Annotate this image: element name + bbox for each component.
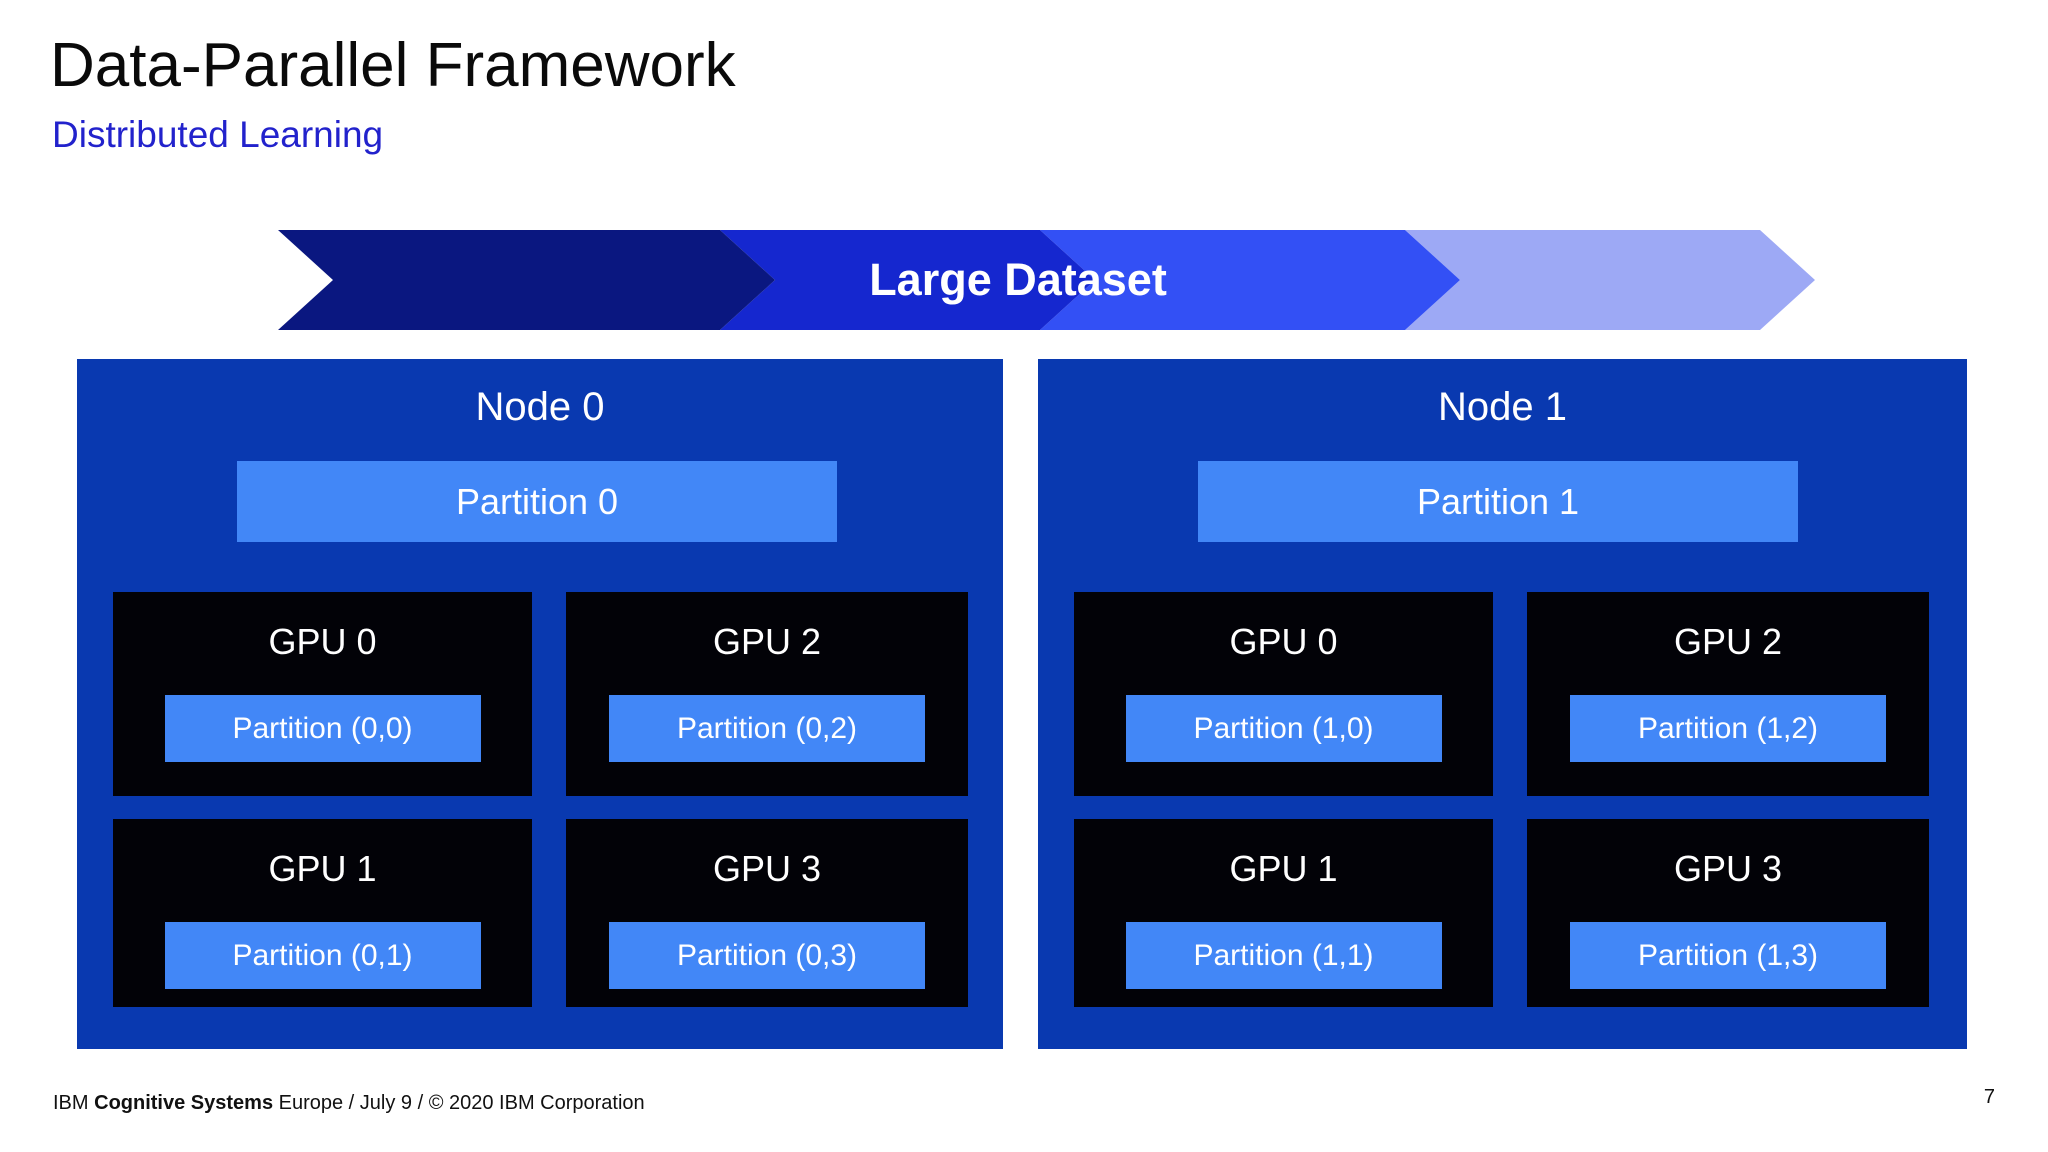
page-title: Data-Parallel Framework xyxy=(50,31,736,100)
gpu-label: GPU 3 xyxy=(712,848,822,889)
gpu-label: GPU 2 xyxy=(712,621,822,662)
node-0-box: Node 0 Partition 0 GPU 0 Partition (0,0)… xyxy=(77,359,1003,1049)
gpu-partition-chip: Partition (0,3) xyxy=(609,922,925,989)
gpu-box: GPU 3 Partition (0,3) xyxy=(566,819,968,1007)
gpu-partition-chip: Partition (1,2) xyxy=(1570,695,1886,762)
gpu-partition-chip: Partition (1,3) xyxy=(1570,922,1886,989)
large-dataset-banner xyxy=(278,230,1815,330)
gpu-partition-chip: Partition (1,1) xyxy=(1125,922,1442,989)
footer-rest: Europe / July 9 / © 2020 IBM Corporation xyxy=(273,1092,645,1114)
chevron-segment-3 xyxy=(1040,230,1460,330)
gpu-grid: GPU 0 Partition (1,0) GPU 2 Partition (1… xyxy=(1074,592,1929,1007)
gpu-box: GPU 2 Partition (1,2) xyxy=(1527,592,1929,796)
gpu-box: GPU 0 Partition (1,0) xyxy=(1074,592,1493,796)
node-partition-bar: Partition 0 xyxy=(237,461,837,542)
gpu-label: GPU 3 xyxy=(1673,848,1783,889)
gpu-partition-chip: Partition (0,2) xyxy=(609,695,925,762)
gpu-label: GPU 0 xyxy=(1229,621,1338,662)
footer-org: Cognitive Systems xyxy=(94,1092,274,1114)
page-subtitle: Distributed Learning xyxy=(52,114,384,155)
gpu-partition-chip: Partition (0,1) xyxy=(164,922,481,989)
gpu-label: GPU 0 xyxy=(268,621,377,662)
gpu-grid: GPU 0 Partition (0,0) GPU 2 Partition (0… xyxy=(113,592,968,1007)
gpu-box: GPU 3 Partition (1,3) xyxy=(1527,819,1929,1007)
gpu-label: GPU 2 xyxy=(1673,621,1783,662)
chevron-segment-1 xyxy=(278,230,775,330)
node-partition-bar: Partition 1 xyxy=(1198,461,1798,542)
gpu-box: GPU 0 Partition (0,0) xyxy=(113,592,532,796)
gpu-partition-chip: Partition (0,0) xyxy=(164,695,481,762)
gpu-partition-chip: Partition (1,0) xyxy=(1125,695,1442,762)
gpu-label: GPU 1 xyxy=(268,848,377,889)
node-title: Node 1 xyxy=(1438,385,1567,429)
chevron-segment-2 xyxy=(720,230,1095,330)
gpu-box: GPU 1 Partition (1,1) xyxy=(1074,819,1493,1007)
gpu-label: GPU 1 xyxy=(1229,848,1338,889)
node-title: Node 0 xyxy=(475,385,605,429)
node-1-box: Node 1 Partition 1 GPU 0 Partition (1,0)… xyxy=(1038,359,1967,1049)
gpu-box: GPU 1 Partition (0,1) xyxy=(113,819,532,1007)
footer-prefix: IBM xyxy=(53,1092,95,1114)
gpu-box: GPU 2 Partition (0,2) xyxy=(566,592,968,796)
chevron-segment-4 xyxy=(1405,230,1815,330)
footer-text: IBM Cognitive Systems Europe / July 9 / … xyxy=(53,1090,645,1116)
banner-label: Large Dataset xyxy=(869,254,1167,305)
page-number: 7 xyxy=(1983,1086,1995,1108)
